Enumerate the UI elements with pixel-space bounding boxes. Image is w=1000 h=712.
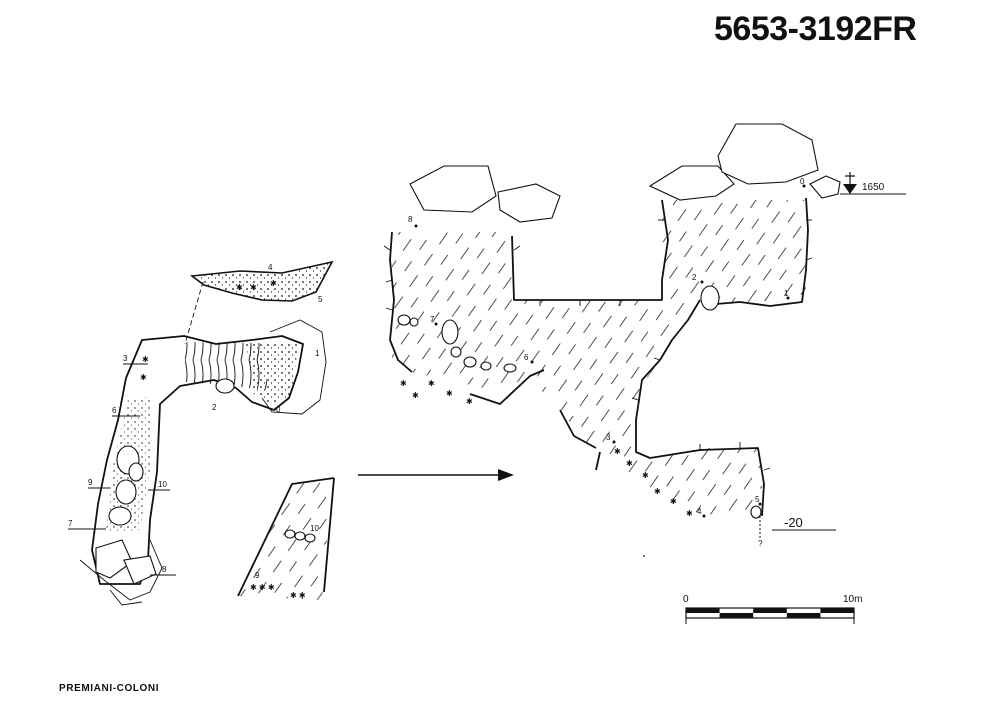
plan-station-0: 0 [276, 405, 281, 414]
section-station-0: 0 [800, 177, 805, 186]
svg-text:✱: ✱ [412, 391, 419, 400]
scale-segment [719, 613, 754, 618]
scale-start-label: 0 [683, 594, 689, 605]
svg-text:✱: ✱ [626, 459, 633, 468]
plan-station-6: 6 [112, 406, 117, 415]
snow-asterisk-icon: ✱ ✱ ✱ [250, 583, 275, 592]
scale-segment [820, 608, 854, 613]
section-station-2: 2 [692, 273, 697, 282]
plan-station-2: 2 [212, 403, 217, 412]
section-station-3: 3 [606, 433, 611, 442]
svg-text:✱: ✱ [670, 497, 677, 506]
scale-end-label: 10m [843, 594, 862, 605]
svg-text:✱: ✱ [686, 509, 693, 518]
section-station-7: 7 [430, 315, 435, 324]
cave-number: 5653-3192FR [714, 10, 917, 48]
svg-text:✱: ✱ [466, 397, 473, 406]
section-station-4: 4 [697, 507, 702, 516]
svg-text:✱: ✱ [270, 279, 277, 288]
section-station-unknown: ? [758, 539, 763, 548]
plan-station-10: 10 [158, 480, 167, 489]
svg-text:✱: ✱ [614, 447, 621, 456]
snow-asterisk-icon: ✱ ✱ [290, 591, 306, 600]
scale-segment [686, 608, 720, 613]
altitude-marker-icon [840, 172, 906, 195]
plan-station-7: 7 [68, 519, 73, 528]
plan-station-1: 1 [315, 349, 320, 358]
svg-text:✱: ✱ [654, 487, 661, 496]
snow-asterisk-icon: ✱ ✱ ✱ ✱ ✱ ✱ ✱ ✱ ✱ ✱ ✱ [400, 379, 693, 518]
svg-text:✱: ✱ [142, 355, 149, 364]
svg-text:✱: ✱ [250, 283, 257, 292]
plan-station-5: 5 [318, 295, 323, 304]
plan-station-9: 9 [88, 478, 93, 487]
authors-credit: PREMIANI-COLONI [59, 683, 160, 694]
depth-label: -20 [784, 515, 803, 530]
plan-view: ✱ ✱ ✱ ✱ ✱ 1 2 3 4 5 6 7 8 9 10 0 [68, 260, 334, 606]
svg-text:✱: ✱ [642, 471, 649, 480]
plan-main-gallery [91, 335, 304, 585]
detail-station-10: 10 [310, 524, 319, 533]
scale-bar: 0 10m [683, 594, 862, 624]
plan-station-8: 8 [162, 565, 167, 574]
plan-station-4: 4 [268, 263, 273, 272]
section-station-1: 1 [784, 289, 789, 298]
detail-section: ✱ ✱ ✱ ✱ ✱ 10 9 [237, 477, 335, 600]
section-station-6: 6 [524, 353, 529, 362]
svg-text:✱: ✱ [400, 379, 407, 388]
svg-text:✱: ✱ [446, 389, 453, 398]
entrance-altitude: 1650 [862, 182, 885, 193]
svg-text:✱: ✱ [428, 379, 435, 388]
arrow-right-icon [358, 469, 514, 481]
svg-text:✱: ✱ [236, 283, 243, 292]
scale-segment [753, 608, 787, 613]
section-station-8: 8 [408, 215, 413, 224]
cross-section: ✱ ✱ ✱ ✱ ✱ ✱ ✱ ✱ ✱ ✱ ✱ 0 1 [383, 123, 906, 557]
scale-segment [786, 613, 821, 618]
plan-station-3: 3 [123, 354, 128, 363]
svg-text:✱: ✱ [140, 373, 147, 382]
plan-upper-chamber [189, 260, 334, 302]
snow-asterisk-icon: ✱ ✱ ✱ ✱ ✱ [140, 279, 277, 382]
section-station-5: 5 [755, 495, 760, 504]
detail-station-9: 9 [255, 571, 260, 580]
